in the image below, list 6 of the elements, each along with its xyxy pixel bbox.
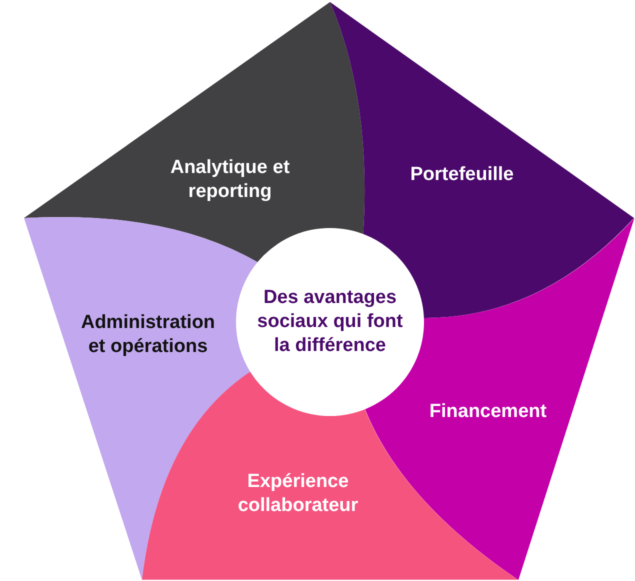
center-label: Des avantages sociaux qui font la différence: [256, 286, 404, 358]
segment-label: Administration et opérations: [80, 311, 216, 359]
segment-label: Portefeuille: [410, 163, 514, 187]
segment-label: Analytique et reporting: [169, 156, 291, 204]
segment-label: Financement: [429, 400, 547, 424]
segment-label: Expérience collaborateur: [236, 470, 360, 518]
